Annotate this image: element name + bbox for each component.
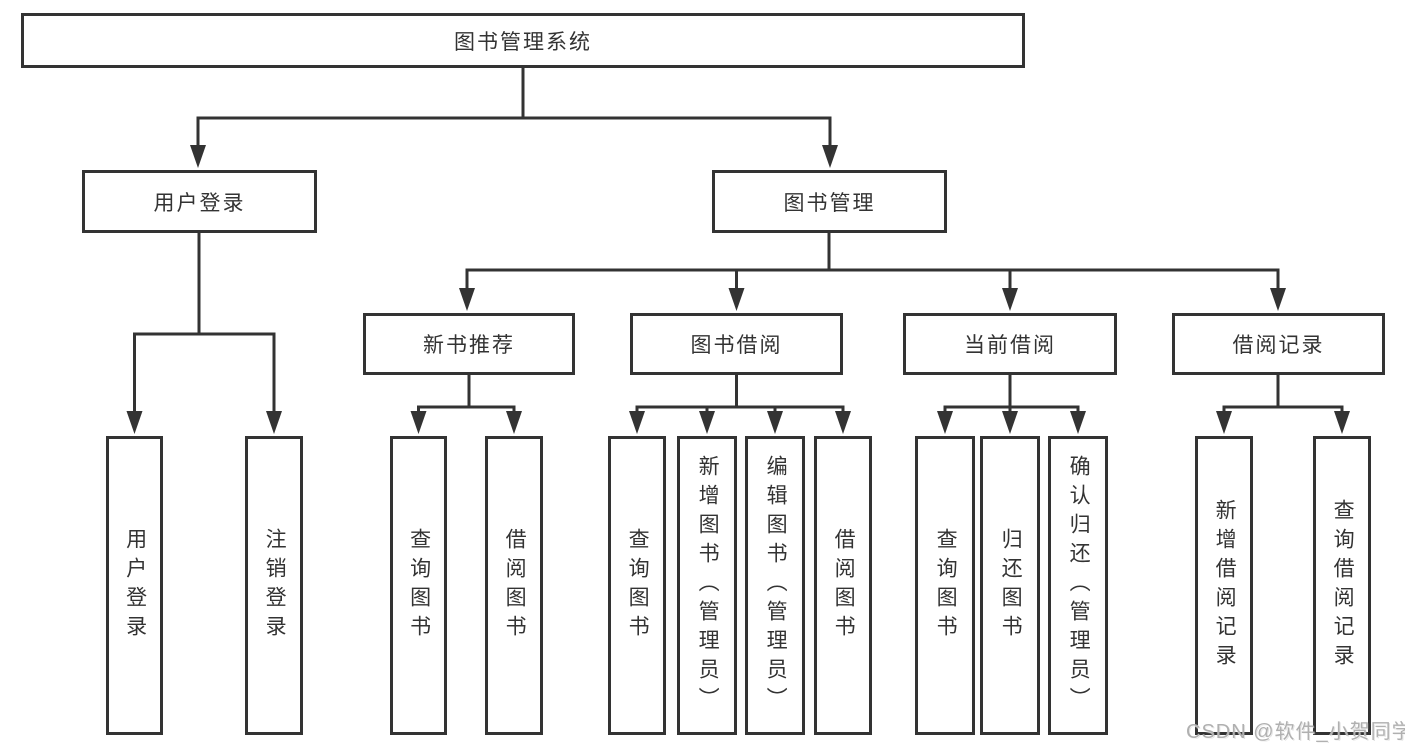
leaf-user-login: 用户登录: [106, 436, 163, 735]
arrowheads: [126, 145, 1350, 434]
leaf-records-query-record-label: 查询借阅记录: [1331, 498, 1355, 673]
leaf-current-confirm-return-label: 确认归还（管理员）: [1067, 455, 1091, 716]
node-borrow-records: 借阅记录: [1172, 313, 1385, 375]
leaf-records-add-record: 新增借阅记录: [1195, 436, 1253, 735]
leaf-borrow-borrow-books: 借阅图书: [814, 436, 872, 735]
leaf-current-return-books: 归还图书: [980, 436, 1040, 735]
node-borrow-records-label: 借阅记录: [1232, 334, 1325, 357]
leaf-borrow-edit-books-label: 编辑图书（管理员）: [764, 455, 788, 716]
leaf-borrow-query-books-label: 查询图书: [626, 527, 650, 644]
node-book-management: 图书管理: [712, 170, 947, 233]
leaf-borrow-query-books: 查询图书: [608, 436, 666, 735]
node-user-login: 用户登录: [82, 170, 317, 233]
node-current-borrow: 当前借阅: [903, 313, 1117, 375]
leaf-borrow-edit-books: 编辑图书（管理员）: [745, 436, 805, 735]
leaf-user-login-label: 用户登录: [123, 527, 147, 644]
node-book-borrow: 图书借阅: [630, 313, 843, 375]
leaf-current-query-books-label: 查询图书: [934, 527, 958, 644]
leaf-recommend-borrow-books: 借阅图书: [485, 436, 543, 735]
leaf-logout: 注销登录: [245, 436, 303, 735]
node-new-book-recommend: 新书推荐: [363, 313, 575, 375]
node-new-book-recommend-label: 新书推荐: [423, 334, 515, 357]
node-root-label: 图书管理系统: [454, 30, 592, 54]
leaf-borrow-borrow-books-label: 借阅图书: [832, 527, 856, 644]
leaf-borrow-add-books-label: 新增图书（管理员）: [696, 455, 720, 716]
leaf-borrow-add-books: 新增图书（管理员）: [677, 436, 737, 735]
leaf-recommend-query-books-label: 查询图书: [407, 527, 431, 644]
csdn-watermark: CSDN @软件_小贺同学: [1186, 721, 1405, 743]
node-user-login-label: 用户登录: [153, 191, 246, 215]
node-book-borrow-label: 图书借阅: [690, 334, 783, 357]
leaf-current-query-books: 查询图书: [915, 436, 975, 735]
node-current-borrow-label: 当前借阅: [964, 334, 1056, 357]
leaf-recommend-borrow-books-label: 借阅图书: [503, 527, 527, 644]
leaf-records-query-record: 查询借阅记录: [1313, 436, 1371, 735]
leaf-logout-label: 注销登录: [263, 527, 287, 644]
leaf-records-add-record-label: 新增借阅记录: [1213, 498, 1237, 673]
leaf-current-confirm-return: 确认归还（管理员）: [1048, 436, 1108, 735]
leaf-recommend-query-books: 查询图书: [390, 436, 447, 735]
leaf-current-return-books-label: 归还图书: [999, 527, 1023, 644]
node-root: 图书管理系统: [21, 13, 1025, 68]
node-book-management-label: 图书管理: [783, 191, 876, 215]
